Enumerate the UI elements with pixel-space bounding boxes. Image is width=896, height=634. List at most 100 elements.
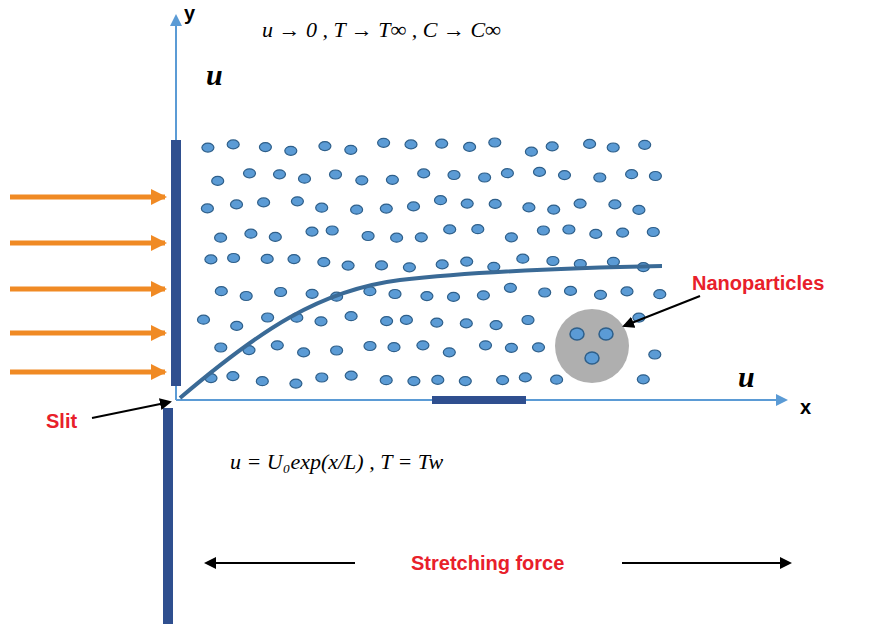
particle [461,199,473,208]
particle [654,290,666,299]
particle [262,313,274,322]
particle [380,204,392,213]
particle [490,321,502,330]
particle [519,373,531,382]
particle [472,225,484,234]
particle [316,373,328,382]
particle [570,328,584,340]
particle [539,288,551,297]
particle [585,352,599,364]
particle [637,375,649,384]
particle [595,290,607,299]
boundary-layer-curve [180,266,662,398]
particle [315,317,327,326]
particle [364,342,376,351]
particle [489,138,501,147]
particle [480,341,492,350]
particle [345,312,357,321]
particle [421,292,433,301]
particle [198,315,210,324]
particle [639,140,651,149]
particle [599,328,613,340]
particle [626,170,638,179]
particle [408,202,420,211]
particle [378,138,390,147]
particle [505,343,517,352]
particle [274,170,286,179]
particle [298,348,310,357]
particle [584,139,596,148]
particle [534,167,546,176]
particle [621,287,633,296]
particle [565,286,577,295]
particle [559,171,571,180]
particle [418,169,430,178]
particle [547,257,559,266]
particle [345,371,357,380]
force-arrow [206,562,355,564]
particle [504,283,516,292]
particle [228,254,240,263]
particle [271,341,283,350]
particle [291,197,303,206]
particle [389,290,401,299]
particle [448,171,460,180]
particle [227,372,239,381]
particle [477,291,489,300]
particle [244,169,256,178]
particle [649,172,661,181]
lower-wall [163,408,173,624]
nanoparticle-dots [198,138,666,388]
particle [497,376,509,385]
particle [275,288,287,297]
velocity-label: u [206,58,223,91]
particle [523,203,535,212]
leader-line [624,296,700,326]
particle [381,317,393,326]
particle [522,316,534,325]
particle [551,375,563,384]
particle [607,143,619,152]
particle [444,225,456,234]
particle [448,292,460,301]
particle [227,140,239,149]
callout-label: Slit [46,410,77,432]
particle [362,232,374,241]
particle [489,199,501,208]
particle [231,321,243,330]
callout-label: Stretching force [411,552,564,574]
particle [590,229,602,238]
particle [609,200,621,209]
particle [331,346,343,355]
particle [436,260,448,269]
particle [479,173,491,182]
particle [617,228,629,237]
particle [647,228,659,237]
particle [431,318,443,327]
particle [299,174,311,183]
particle [563,225,575,234]
particle [356,176,368,185]
particle [330,170,342,179]
particle [316,203,328,212]
particle [205,255,217,264]
particle [594,173,606,182]
particle [461,257,473,266]
particle [417,341,429,350]
particle [259,143,271,152]
particle [649,350,661,359]
particle [386,175,398,184]
particle [202,143,214,152]
particle [201,204,213,213]
particle [212,176,224,185]
particle [285,146,297,155]
particle [351,205,363,214]
particle [403,263,415,272]
leader-line [92,402,170,418]
particle [501,169,513,178]
particle [546,142,558,151]
particle [517,254,529,263]
particle [261,254,273,263]
